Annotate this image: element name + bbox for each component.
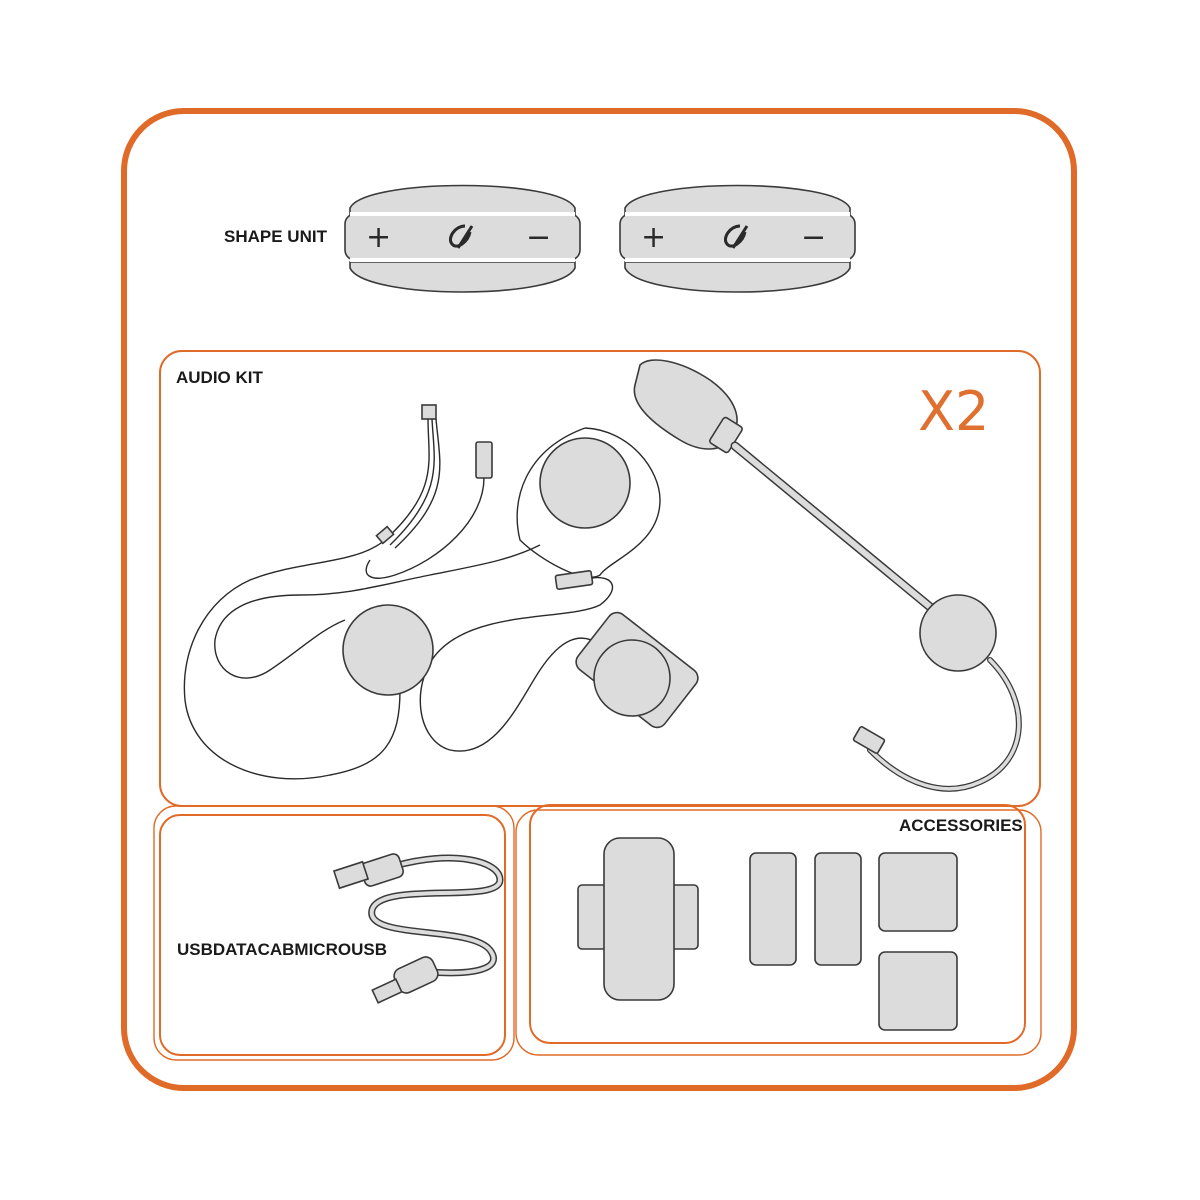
shape-unit-left: + − bbox=[344, 184, 581, 293]
usb-cable-frame bbox=[159, 814, 506, 1056]
plus-button-icon: + bbox=[366, 220, 391, 255]
brand-logo-icon bbox=[724, 224, 749, 249]
boom-microphone bbox=[633, 359, 1022, 792]
shape-unit-label: SHAPE UNIT bbox=[224, 227, 328, 246]
usb-cable-label: USBDATACABMICROUSB bbox=[177, 940, 387, 959]
minus-button-icon: − bbox=[526, 220, 551, 255]
audio-kit-frame bbox=[159, 350, 1041, 807]
shape-unit-right: + − bbox=[619, 184, 856, 293]
minus-button-icon: − bbox=[801, 220, 826, 255]
quantity-label: X2 bbox=[918, 380, 989, 443]
accessories-frame bbox=[529, 804, 1026, 1044]
accessories-frame-outer bbox=[515, 809, 1042, 1056]
audio-kit-label: AUDIO KIT bbox=[176, 368, 264, 387]
usb-cable-frame-outer bbox=[153, 805, 515, 1061]
brand-logo-icon bbox=[449, 224, 474, 249]
accessory-items bbox=[577, 837, 958, 1031]
accessories-label: ACCESSORIES bbox=[899, 816, 1023, 835]
usb-micro-cable bbox=[332, 853, 504, 1004]
plus-button-icon: + bbox=[641, 220, 666, 255]
outer-frame bbox=[121, 108, 1077, 1091]
wired-speakers bbox=[183, 404, 699, 780]
